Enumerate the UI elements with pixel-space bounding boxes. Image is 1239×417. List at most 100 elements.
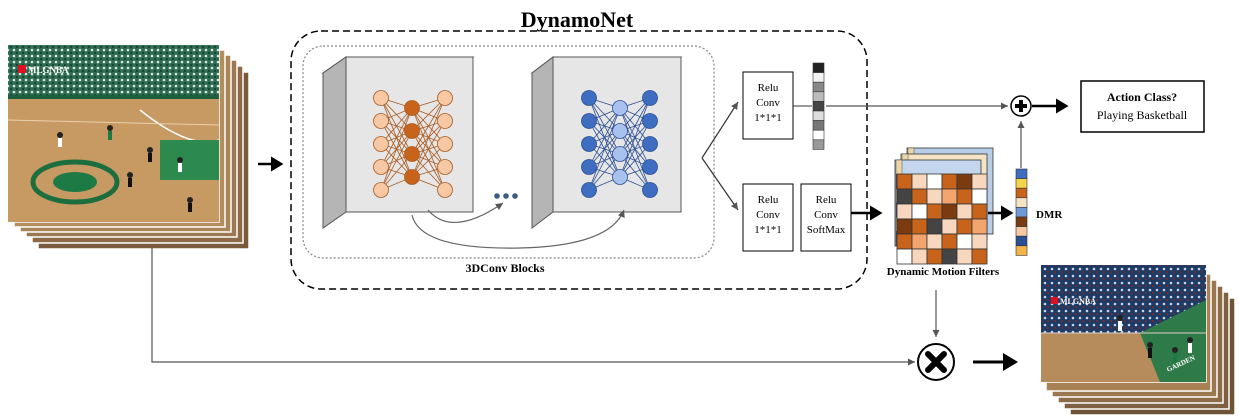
net-node	[437, 113, 453, 129]
output-frame-watermark: MLGNBA	[1060, 297, 1096, 306]
feature-cell	[812, 120, 825, 131]
conv-blocks-label: 3DConv Blocks	[465, 261, 544, 275]
feature-cell	[812, 62, 825, 73]
filter-cell	[911, 188, 928, 205]
net-node	[373, 113, 389, 129]
filter-cell	[926, 173, 943, 190]
filter-cell	[956, 218, 973, 235]
multiply-circle-icon	[917, 343, 955, 381]
net-node	[612, 123, 628, 139]
filter-cell	[956, 203, 973, 220]
watermark-logo-icon-output	[1051, 297, 1058, 304]
filter-cell	[926, 218, 943, 235]
filter-cell	[956, 248, 973, 265]
net-node	[612, 146, 628, 162]
output-frame-stack: MLGNBA GARDEN	[1040, 264, 1236, 416]
net-node	[404, 123, 420, 139]
filter-cell	[941, 218, 958, 235]
filter-cell	[956, 173, 973, 190]
net-edge	[380, 107, 413, 191]
net-node	[373, 182, 389, 198]
net-edge	[588, 153, 621, 191]
filter-edge-cell	[895, 159, 903, 175]
conv-top-line3: 1*1*1	[754, 112, 782, 124]
net-node	[373, 159, 389, 175]
net-edge	[380, 107, 413, 168]
filter-cell	[896, 218, 913, 235]
net-node	[642, 113, 658, 129]
filter-cell	[896, 173, 913, 190]
conv-blocks-container	[302, 45, 715, 259]
filter-cell	[971, 173, 988, 190]
action-class-box: Action Class? Playing Basketball	[1080, 80, 1205, 133]
net-node	[373, 136, 389, 152]
net-node	[581, 90, 597, 106]
filter-cell	[971, 218, 988, 235]
filter-cell	[926, 188, 943, 205]
ellipsis-icon	[494, 193, 518, 199]
net-edge	[588, 130, 621, 191]
feature-vector-grayscale	[812, 62, 825, 150]
net-node	[404, 169, 420, 185]
net-edge	[411, 97, 446, 155]
dmr-cell	[1015, 197, 1028, 208]
dmr-cell	[1015, 168, 1028, 179]
net-node	[642, 136, 658, 152]
net-node	[404, 100, 420, 116]
net-edge	[380, 107, 413, 145]
conv-mid-line1: Relu	[758, 194, 779, 206]
dmr-cell	[1015, 226, 1028, 237]
net-node	[612, 100, 628, 116]
feature-cell	[812, 81, 825, 93]
net-edge	[411, 97, 446, 178]
input-frame-stack: MLGNBA	[7, 44, 250, 250]
filter-cell	[896, 203, 913, 220]
filter-cell	[896, 248, 913, 265]
dynamonet-container	[290, 30, 868, 290]
filter-cell	[971, 203, 988, 220]
dmr-vector	[1015, 168, 1028, 256]
net-node	[437, 182, 453, 198]
net-node	[437, 90, 453, 106]
plus-circle-icon	[1010, 95, 1032, 117]
frame-watermark: MLGNBA	[28, 65, 69, 75]
filter-cell	[911, 218, 928, 235]
net-node	[437, 136, 453, 152]
skip-connection-short	[427, 202, 504, 223]
conv-mid-line3: 1*1*1	[754, 224, 782, 236]
skip-connection-long	[411, 209, 625, 249]
conv-top-line1: Relu	[758, 82, 779, 94]
filter-cell	[941, 203, 958, 220]
net-node	[581, 113, 597, 129]
net-node	[642, 90, 658, 106]
net-edge	[588, 107, 621, 145]
feature-cell	[812, 101, 825, 112]
conv-box-softmax: Relu Conv SoftMax	[800, 183, 852, 252]
action-class-title: Action Class?	[1107, 90, 1177, 104]
neural-net-orange	[373, 90, 453, 198]
net-edge	[588, 107, 621, 191]
net-edge	[619, 97, 651, 155]
input-frame-front: MLGNBA	[7, 45, 220, 222]
net-node	[642, 182, 658, 198]
net-node	[581, 136, 597, 152]
filter-cell	[971, 248, 988, 265]
feature-cell	[812, 129, 825, 141]
network-title: DynamoNet	[521, 7, 634, 32]
filter-cell	[941, 233, 958, 250]
dmr-label: DMR	[1036, 209, 1063, 221]
filter-cell	[896, 233, 913, 250]
filter-cell	[911, 248, 928, 265]
filter-cell	[926, 203, 943, 220]
net-edge	[380, 153, 413, 191]
branch-arrow-bottom	[701, 157, 739, 211]
net-edge	[588, 107, 621, 168]
net-node	[404, 146, 420, 162]
feature-cell	[812, 110, 825, 121]
net-node	[612, 169, 628, 185]
output-frame-front: MLGNBA GARDEN	[1041, 265, 1206, 382]
dmr-cell	[1015, 187, 1028, 199]
filter-cell	[926, 248, 943, 265]
filter-cell	[941, 248, 958, 265]
conv-soft-line3: SoftMax	[807, 224, 846, 236]
